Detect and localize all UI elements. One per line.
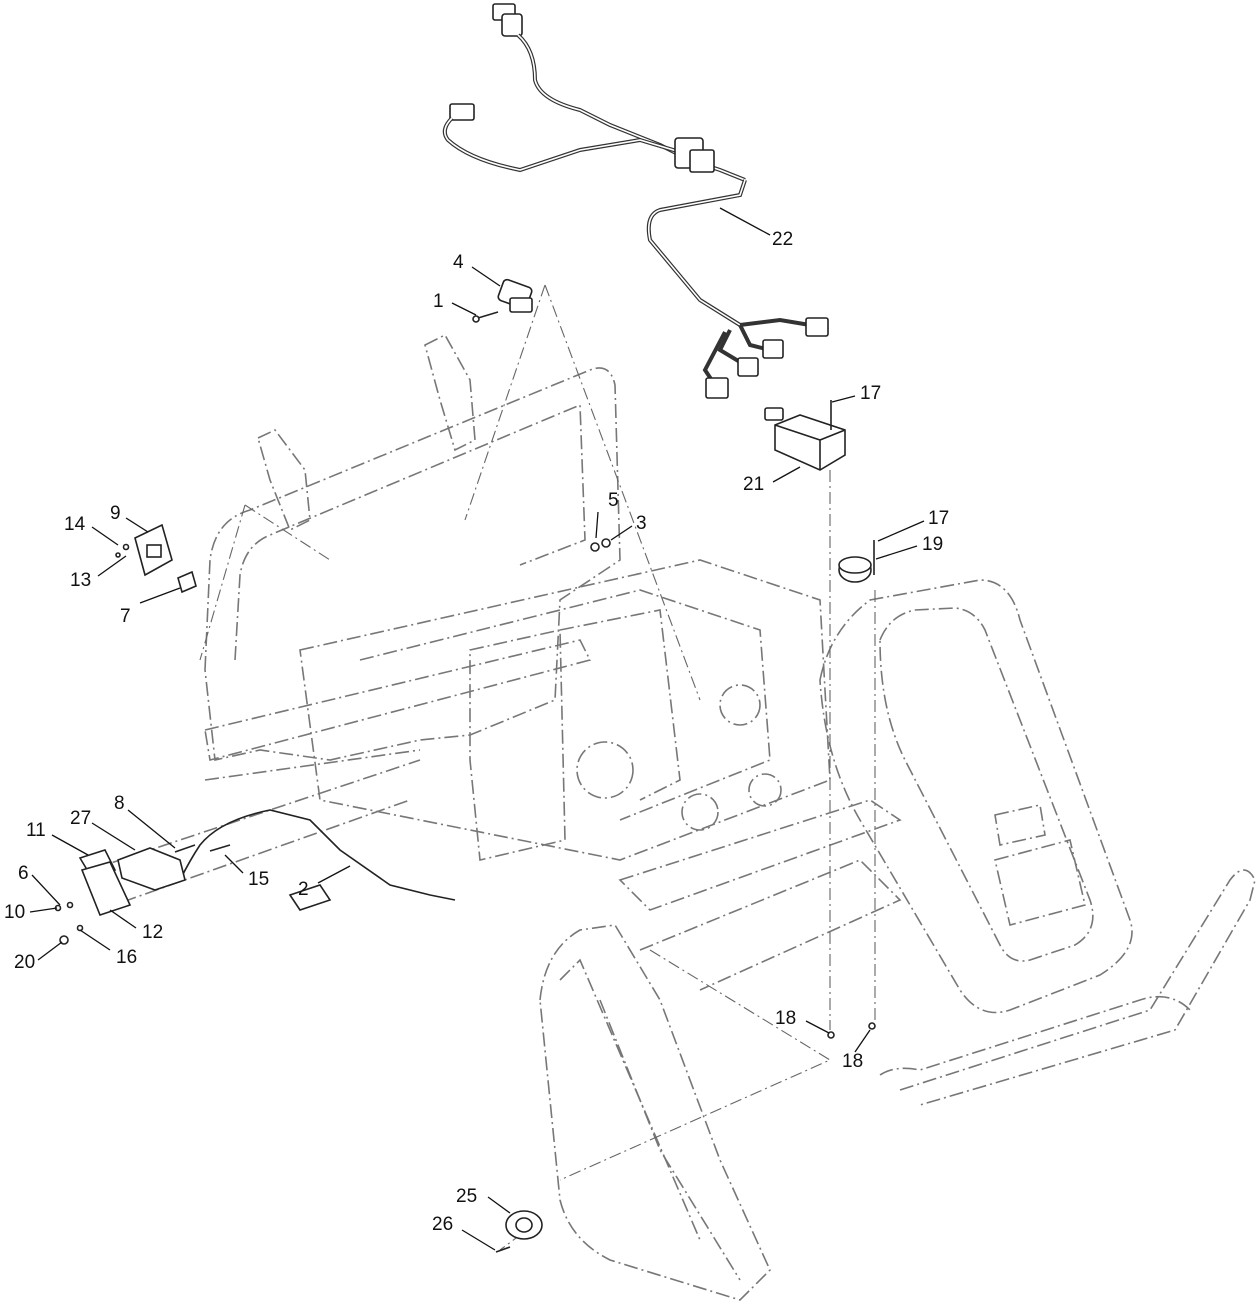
callout-7: 7	[120, 606, 131, 627]
wire-harness-22	[442, 3, 829, 399]
screw-1	[472, 311, 499, 323]
callout-6: 6	[18, 863, 29, 884]
callout-13: 13	[70, 570, 91, 591]
callout-2: 2	[298, 879, 309, 900]
callout-5: 5	[608, 490, 619, 511]
callout-17-lower: 17	[928, 508, 949, 529]
callout-21: 21	[743, 474, 764, 495]
sensor-cable-2	[179, 809, 456, 911]
callout-26: 26	[432, 1214, 453, 1235]
washer-5-nut-3	[590, 538, 611, 552]
callout-3: 3	[636, 513, 647, 534]
nuts-18	[827, 1022, 876, 1039]
callout-labels: 1 2 3 4 5 6 7 8 9 10 11 12 13 14 15 16 1…	[4, 229, 949, 1235]
callout-8: 8	[114, 793, 125, 814]
assembly-guides	[199, 284, 876, 1251]
callout-11: 11	[26, 820, 46, 841]
switch-assembly-27	[78, 844, 231, 916]
callout-17-upper: 17	[860, 383, 881, 404]
callout-10: 10	[4, 902, 25, 923]
sensor-4	[497, 278, 533, 313]
small-fasteners	[54, 901, 84, 945]
callout-19: 19	[922, 534, 943, 555]
callout-9: 9	[110, 503, 121, 524]
callout-20: 20	[14, 952, 35, 973]
bracket-9	[115, 523, 197, 594]
callout-18-right: 18	[842, 1051, 863, 1072]
buzzer-19	[838, 540, 875, 583]
callout-12: 12	[142, 922, 163, 943]
phantom-frame	[89, 333, 1256, 1301]
control-module-21	[764, 407, 846, 471]
callout-25: 25	[456, 1186, 477, 1207]
callout-14: 14	[64, 514, 86, 535]
callout-18-left: 18	[775, 1008, 796, 1029]
plug-25	[505, 1210, 543, 1240]
callout-15: 15	[248, 869, 269, 890]
callout-4: 4	[453, 252, 464, 273]
callout-leaders	[29, 207, 925, 1251]
callout-16: 16	[116, 947, 137, 968]
callout-1: 1	[433, 291, 444, 312]
callout-22: 22	[772, 229, 793, 250]
callout-27: 27	[70, 808, 91, 829]
screw-26	[495, 1246, 511, 1253]
